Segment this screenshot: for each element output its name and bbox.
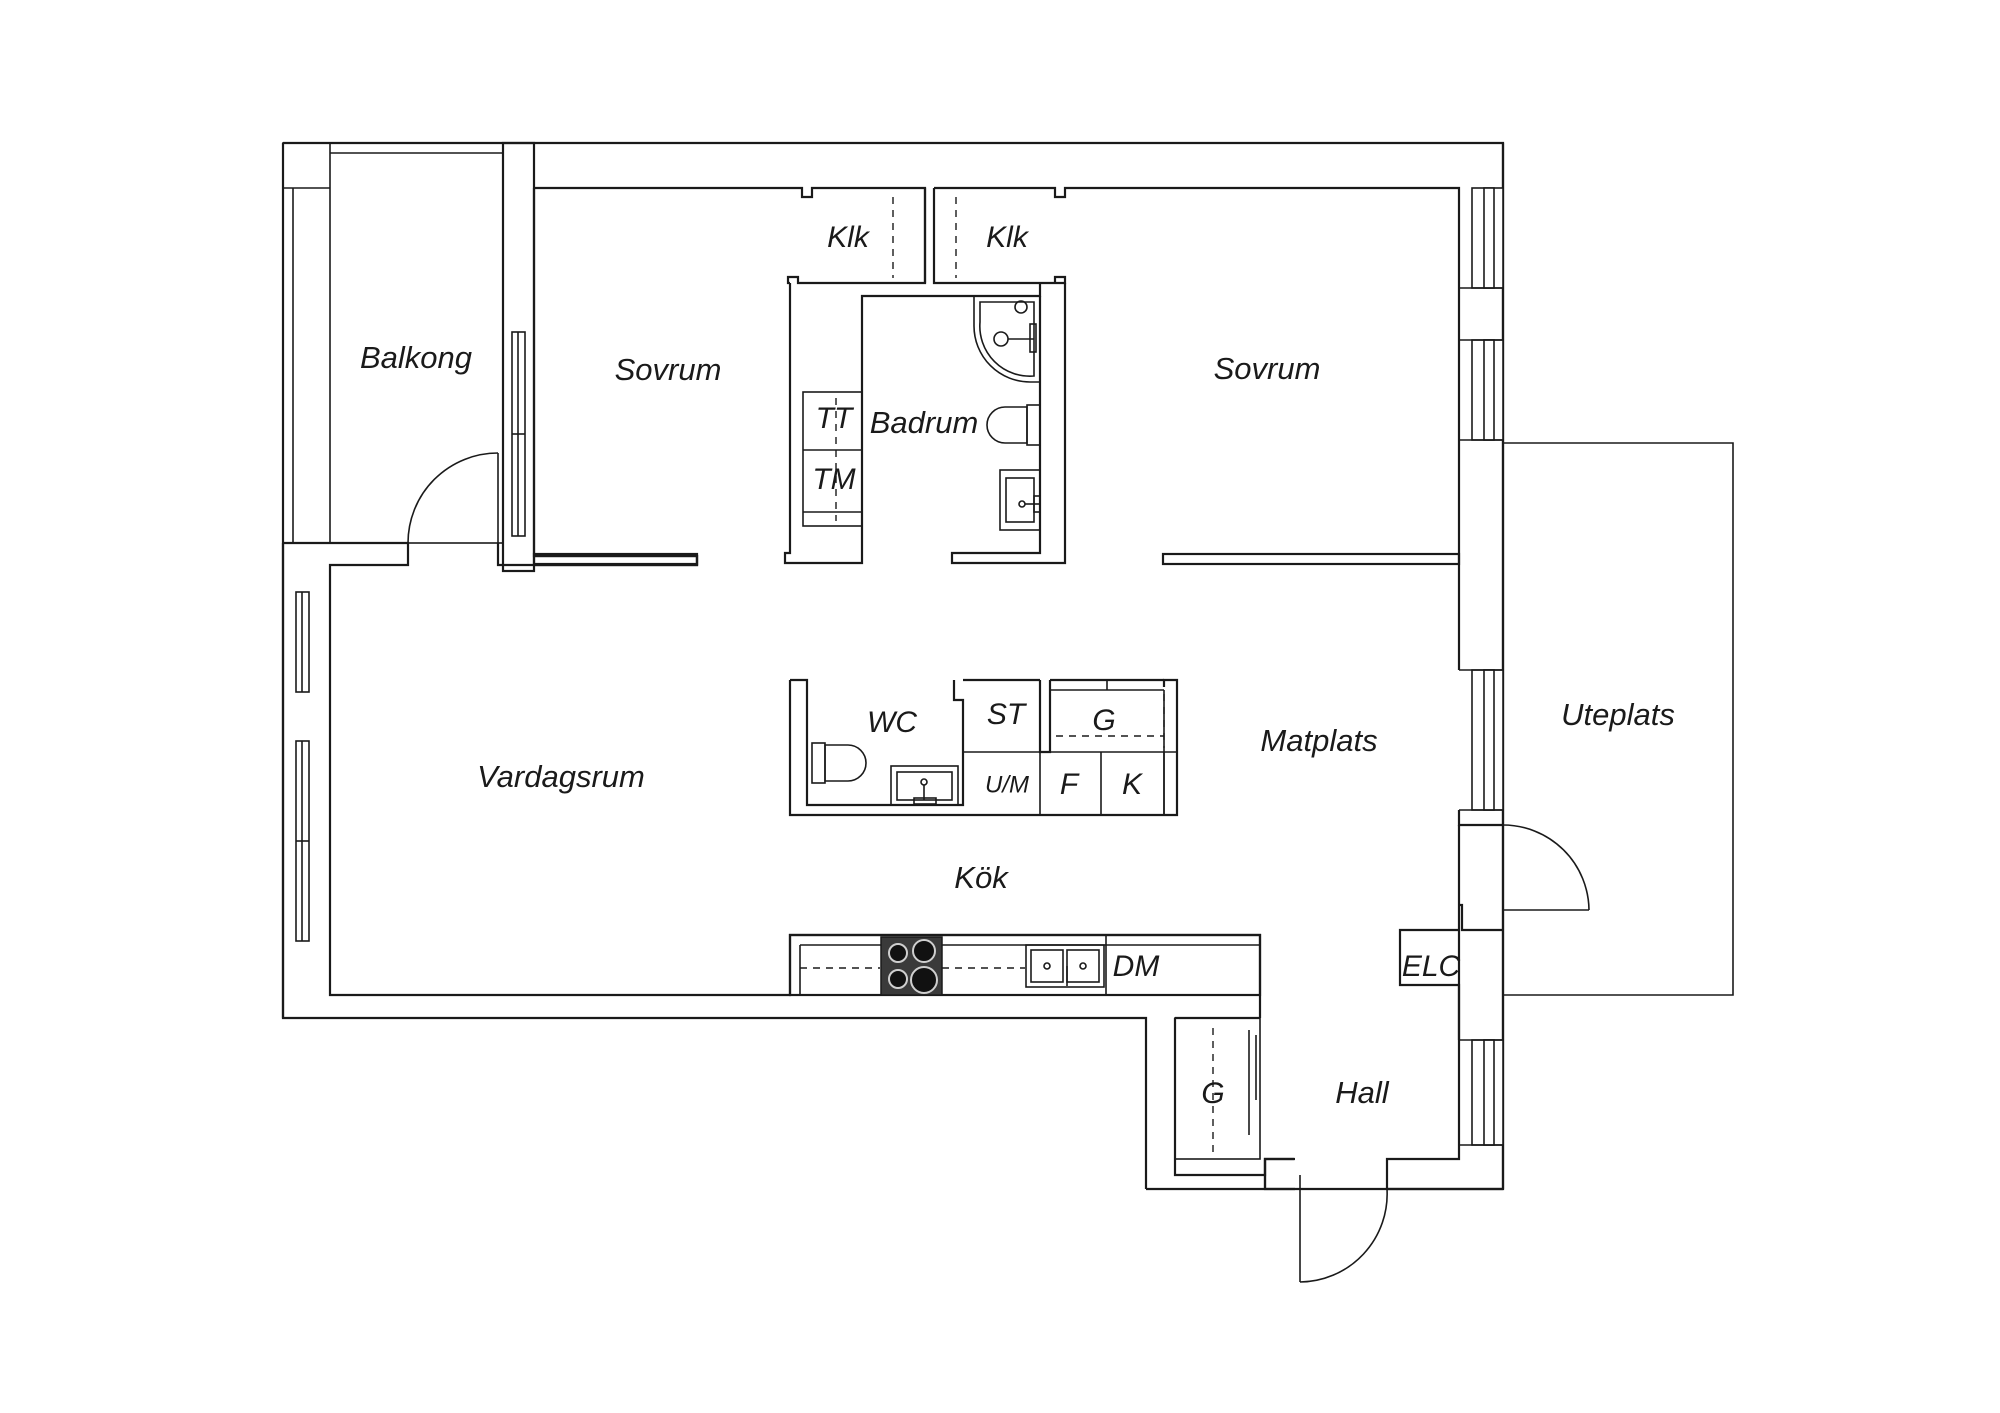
label-badrum: Badrum: [870, 405, 979, 440]
label-sovrum-left: Sovrum: [615, 352, 722, 387]
uteplats-area: [1503, 442, 1734, 996]
bathroom-fixtures: [973, 295, 1041, 531]
label-sovrum-right: Sovrum: [1214, 351, 1321, 386]
living-walls: [281, 541, 1262, 1018]
label-um: U/M: [985, 771, 1029, 798]
label-balkong: Balkong: [360, 340, 472, 375]
label-klk-right: Klk: [986, 221, 1030, 254]
exterior-walls: [281, 141, 1505, 1191]
label-k: K: [1122, 768, 1144, 801]
label-g-hall: G: [1201, 1077, 1224, 1110]
label-tt: TT: [816, 402, 855, 435]
label-dm: DM: [1113, 950, 1160, 983]
kitchen-counter: [788, 933, 1262, 1018]
label-uteplats: Uteplats: [1561, 697, 1675, 732]
label-elc: ELC: [1402, 950, 1461, 983]
label-vardagsrum: Vardagsrum: [477, 759, 645, 794]
room-labels: Balkong Sovrum Klk Klk Sovrum Badrum TT …: [360, 221, 1675, 1110]
label-wc: WC: [867, 706, 917, 739]
label-klk-left: Klk: [827, 221, 871, 254]
label-kok: Kök: [954, 860, 1009, 895]
bedroom-windows-right: [1459, 187, 1504, 441]
hall-area: [1174, 1016, 1388, 1283]
label-hall: Hall: [1335, 1075, 1390, 1110]
label-f: F: [1060, 768, 1080, 801]
label-st: ST: [987, 698, 1028, 731]
label-matplats: Matplats: [1260, 723, 1377, 758]
label-tm: TM: [812, 463, 855, 496]
wc-island: [788, 678, 1179, 817]
dining-walls: [1398, 565, 1590, 1146]
living-windows: [295, 591, 310, 942]
label-g-kitchen: G: [1092, 704, 1115, 737]
